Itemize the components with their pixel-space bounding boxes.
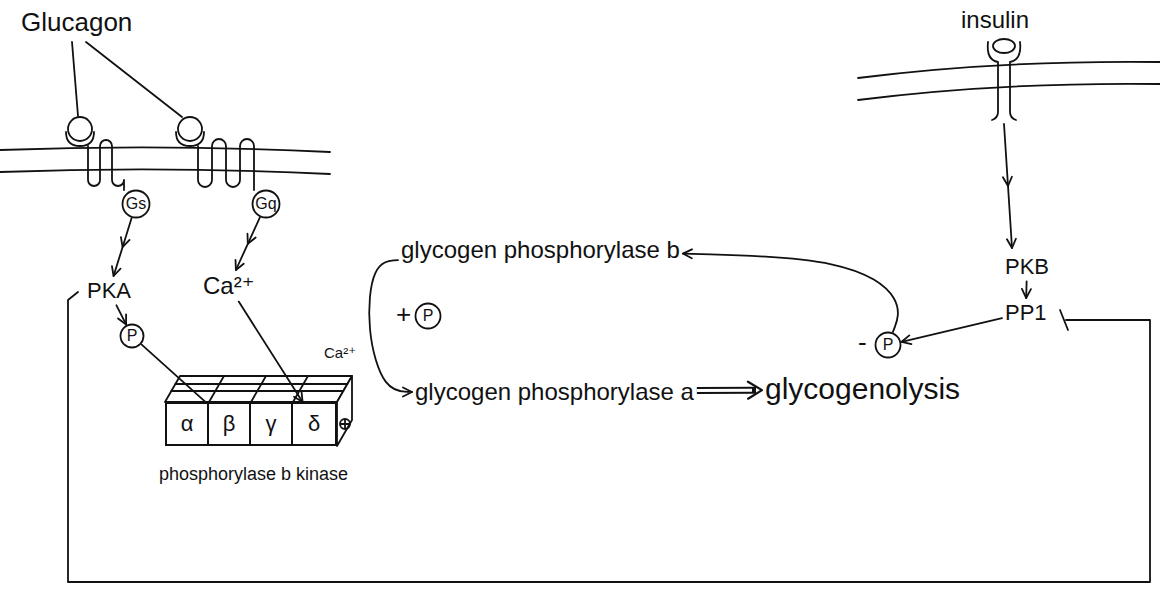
kinase-label: PKA bbox=[84, 276, 134, 305]
g-protein-circle: Gs bbox=[121, 189, 151, 219]
phosphate-circle: P bbox=[874, 331, 902, 359]
receptor-cup bbox=[176, 132, 204, 146]
insulin-receptor bbox=[988, 42, 998, 120]
signal-arrow bbox=[114, 218, 132, 276]
subunit-cell: γ bbox=[251, 404, 293, 444]
phosphatase-label: PP1 bbox=[1002, 298, 1050, 327]
circle-outline bbox=[253, 191, 280, 218]
g-protein-circle: Gq bbox=[251, 189, 281, 219]
binding-line bbox=[72, 42, 78, 116]
complex-name: phosphorylase b kinase bbox=[159, 464, 348, 485]
node-text: insulin bbox=[961, 6, 1029, 33]
circle-outline bbox=[876, 333, 901, 358]
node-text: γ bbox=[266, 411, 277, 437]
complex-stripe bbox=[251, 376, 266, 402]
ion-label: Ca²⁺ bbox=[322, 344, 358, 361]
subunit-cell: β bbox=[209, 404, 251, 444]
phosphate-circle: P bbox=[414, 302, 442, 330]
signal-arrow bbox=[1025, 281, 1027, 298]
node-text: Glucagon bbox=[21, 7, 132, 37]
signal-arrow bbox=[236, 218, 260, 270]
kinase-label: PKB bbox=[1002, 252, 1052, 281]
activation-symbol bbox=[341, 420, 349, 428]
complex-stripe bbox=[209, 376, 224, 402]
receptor-helices bbox=[198, 139, 254, 190]
binding-line bbox=[86, 42, 182, 117]
inhibition-tick bbox=[1060, 310, 1068, 330]
ion-label: Ca²⁺ bbox=[200, 270, 257, 302]
double-arrow-gap bbox=[697, 389, 752, 392]
hormone-label: Glucagon bbox=[18, 6, 135, 40]
circle-outline bbox=[416, 304, 441, 329]
node-text: P bbox=[423, 308, 434, 324]
activation-symbol bbox=[340, 419, 350, 429]
node-text: Gs bbox=[126, 196, 146, 212]
complex-top-face bbox=[165, 376, 352, 402]
ligand-circle bbox=[68, 117, 92, 141]
ligand-circle bbox=[993, 39, 1015, 53]
subunit-cell: α bbox=[167, 404, 209, 444]
line-art bbox=[0, 39, 1160, 582]
signal-arrow bbox=[142, 345, 209, 405]
node-text: P bbox=[883, 337, 894, 353]
signal-arrow bbox=[683, 254, 898, 332]
complex-side-face bbox=[337, 376, 352, 446]
circle-outline bbox=[123, 191, 150, 218]
node-text: glycogen phosphorylase a bbox=[415, 378, 694, 405]
subunit-cell: δ bbox=[293, 404, 335, 444]
membrane-line bbox=[0, 147, 330, 152]
node-text: glycogenolysis bbox=[765, 372, 960, 405]
enzyme-label: glycogen phosphorylase b bbox=[398, 234, 683, 266]
node-text: P bbox=[127, 328, 138, 344]
receptor-cup bbox=[66, 132, 94, 146]
ligand-circle bbox=[178, 117, 202, 141]
node-text: PKB bbox=[1005, 254, 1049, 279]
hormone-label: insulin bbox=[958, 4, 1032, 36]
insulin-receptor bbox=[1010, 42, 1020, 120]
node-text: PKA bbox=[87, 278, 131, 303]
node-text: glycogen phosphorylase b bbox=[401, 236, 680, 263]
membrane-line bbox=[0, 169, 330, 174]
node-text: β bbox=[223, 411, 236, 437]
membrane-line bbox=[858, 84, 1160, 100]
receptor-helices bbox=[88, 140, 124, 190]
node-text: Ca²⁺ bbox=[203, 272, 254, 299]
sign-label: + bbox=[394, 300, 413, 330]
node-text: PP1 bbox=[1005, 300, 1047, 325]
kinase-complex: phosphorylase b kinaseαβγδ bbox=[165, 402, 337, 446]
cell-outline bbox=[68, 292, 1150, 582]
membrane-line bbox=[858, 62, 1160, 78]
signal-arrow bbox=[902, 318, 1002, 342]
sign-label: - bbox=[856, 328, 869, 358]
signal-arrow bbox=[239, 302, 303, 402]
enzyme-label: glycogen phosphorylase a bbox=[412, 376, 697, 408]
circle-outline bbox=[121, 325, 144, 348]
signal-arrow bbox=[697, 387, 756, 394]
node-text: δ bbox=[308, 411, 320, 437]
phosphate-circle: P bbox=[119, 323, 145, 349]
process-label: glycogenolysis bbox=[762, 370, 963, 409]
node-text: Gq bbox=[255, 196, 276, 212]
signal-arrow bbox=[116, 305, 126, 324]
signal-arrow bbox=[1004, 124, 1012, 248]
node-text: α bbox=[181, 411, 194, 437]
